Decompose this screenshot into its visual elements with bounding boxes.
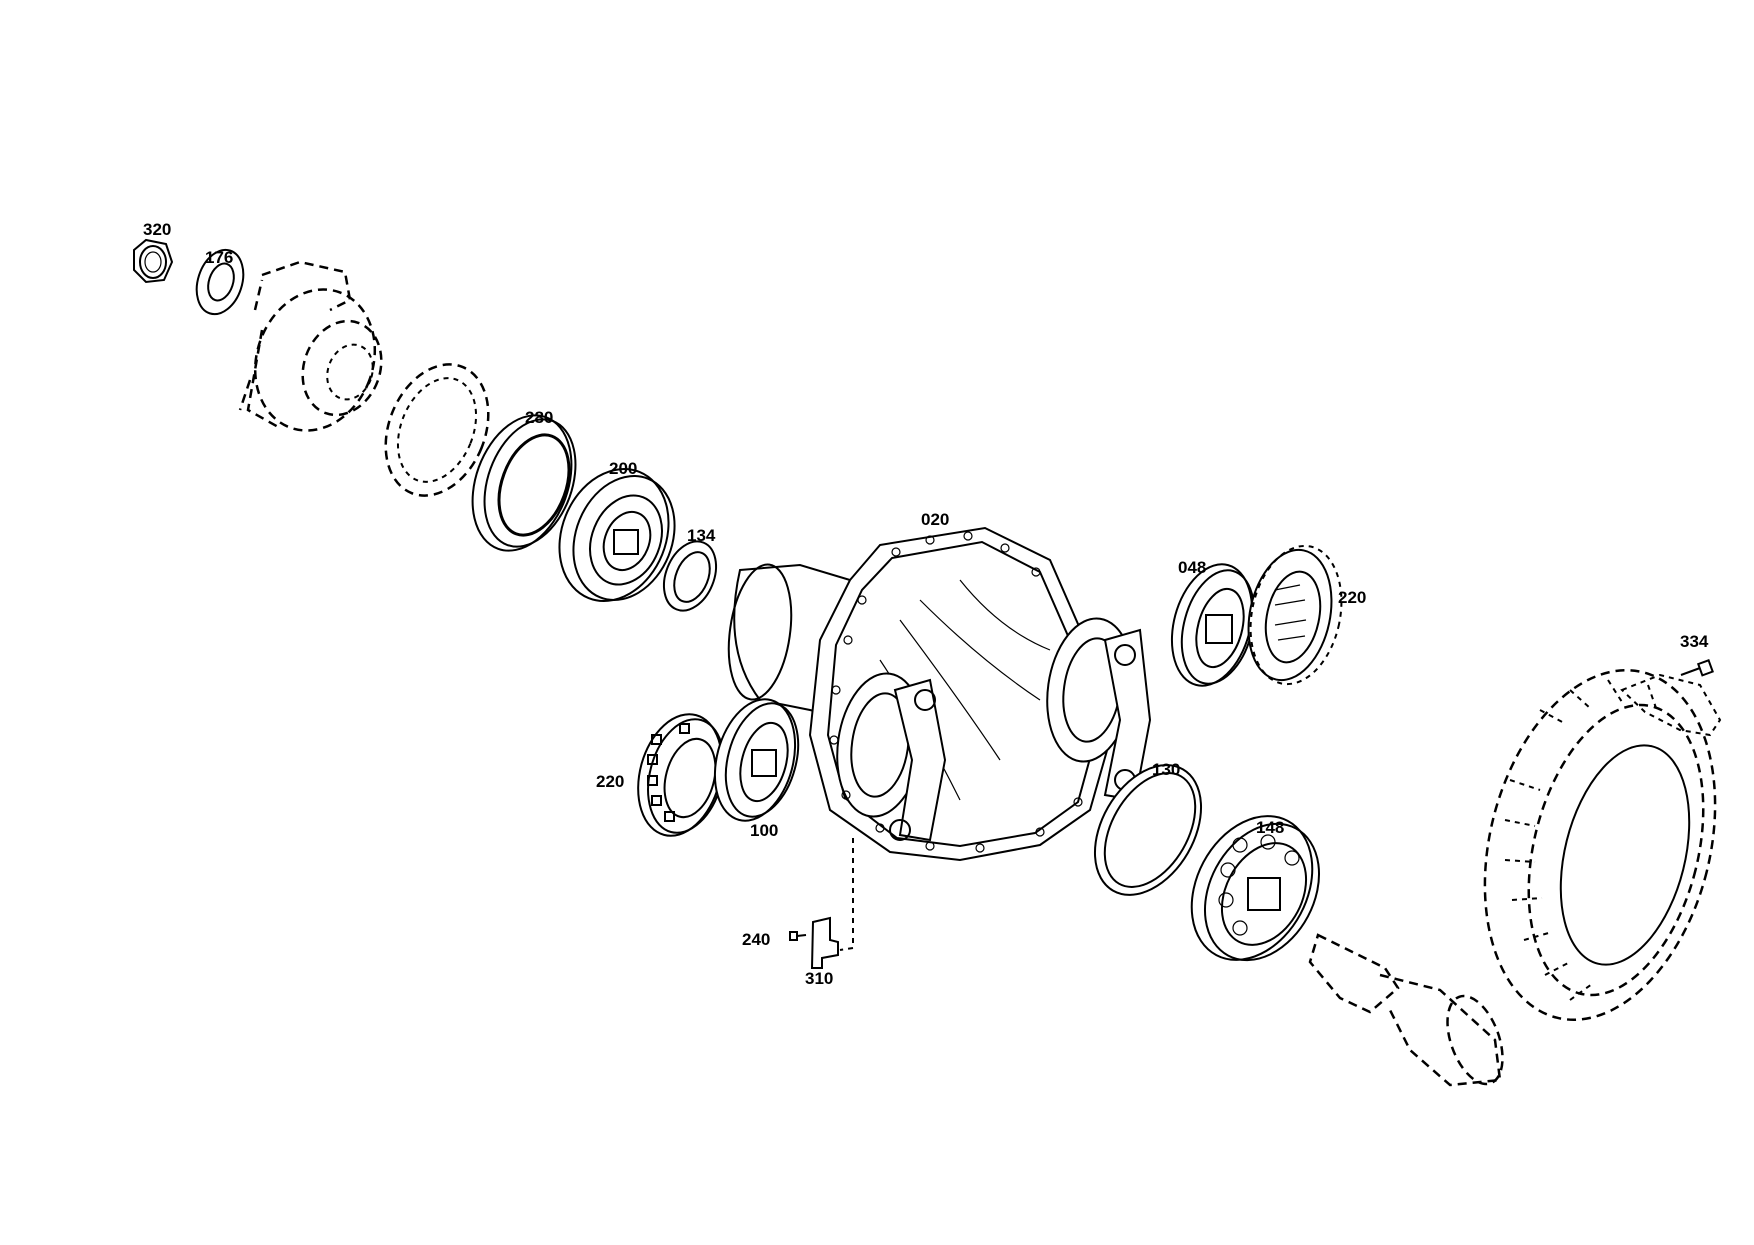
label-020: 020 (921, 510, 949, 529)
label-200: 200 (609, 459, 637, 478)
label-320: 320 (143, 220, 171, 239)
part-220-adjusting-ring-right[interactable] (1237, 537, 1353, 692)
part-148-bearing[interactable] (1168, 795, 1342, 981)
part-100-bearing[interactable] (702, 690, 810, 829)
lock-plate-dashed (1620, 673, 1722, 737)
part-240-screw[interactable] (789, 931, 807, 941)
label-130: 130 (1152, 760, 1180, 779)
label-176: 176 (205, 248, 233, 267)
part-320-hex-nut[interactable] (133, 238, 174, 284)
seal-ring-dashed (384, 363, 490, 497)
part-200-roller-bearing[interactable] (540, 452, 692, 617)
part-134-spacer-ring[interactable] (654, 534, 725, 619)
label-100: 100 (750, 821, 778, 840)
label-334: 334 (1680, 632, 1709, 651)
part-130-shim[interactable] (1073, 746, 1223, 913)
label-148: 148 (1256, 818, 1284, 837)
label-220-left: 220 (596, 772, 624, 791)
flange-dashed (238, 260, 383, 432)
label-220-right: 220 (1338, 588, 1366, 607)
part-310-bracket[interactable] (810, 838, 854, 969)
label-280: 280 (525, 408, 553, 427)
part-176-washer[interactable] (189, 244, 251, 320)
part-334-bolt[interactable] (1680, 659, 1714, 677)
part-280-shaft-seal[interactable] (455, 401, 592, 564)
crown-wheel-dashed (1483, 668, 1717, 1022)
label-240: 240 (742, 930, 770, 949)
pinion-shaft-dashed (1308, 933, 1504, 1087)
label-310: 310 (805, 969, 833, 988)
part-020-differential-housing[interactable] (721, 526, 1152, 862)
label-048: 048 (1178, 558, 1206, 577)
label-134: 134 (687, 526, 716, 545)
